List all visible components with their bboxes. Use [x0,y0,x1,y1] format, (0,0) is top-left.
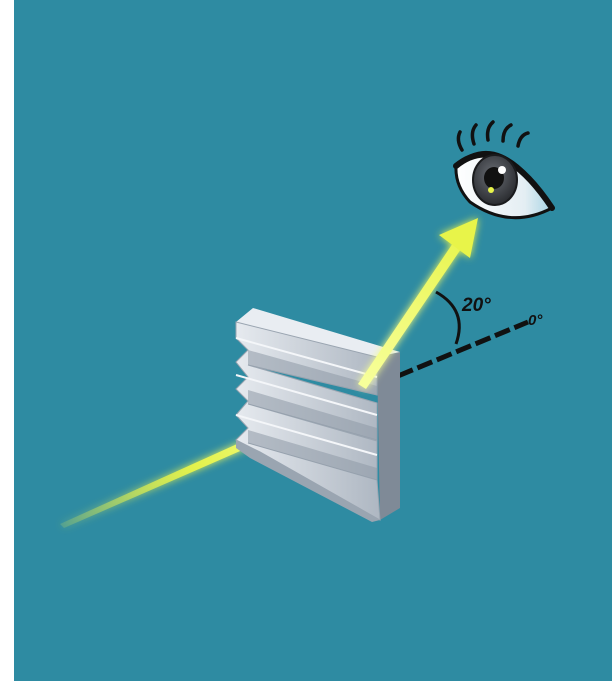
light-beam-arrow-icon [358,218,478,389]
left-margin [0,0,14,681]
folded-panel-icon [235,308,400,522]
eye-icon [453,120,555,220]
reference-angle-label: 0° [528,312,543,329]
angle-label: 20° [461,295,491,316]
angle-arc [435,290,461,345]
